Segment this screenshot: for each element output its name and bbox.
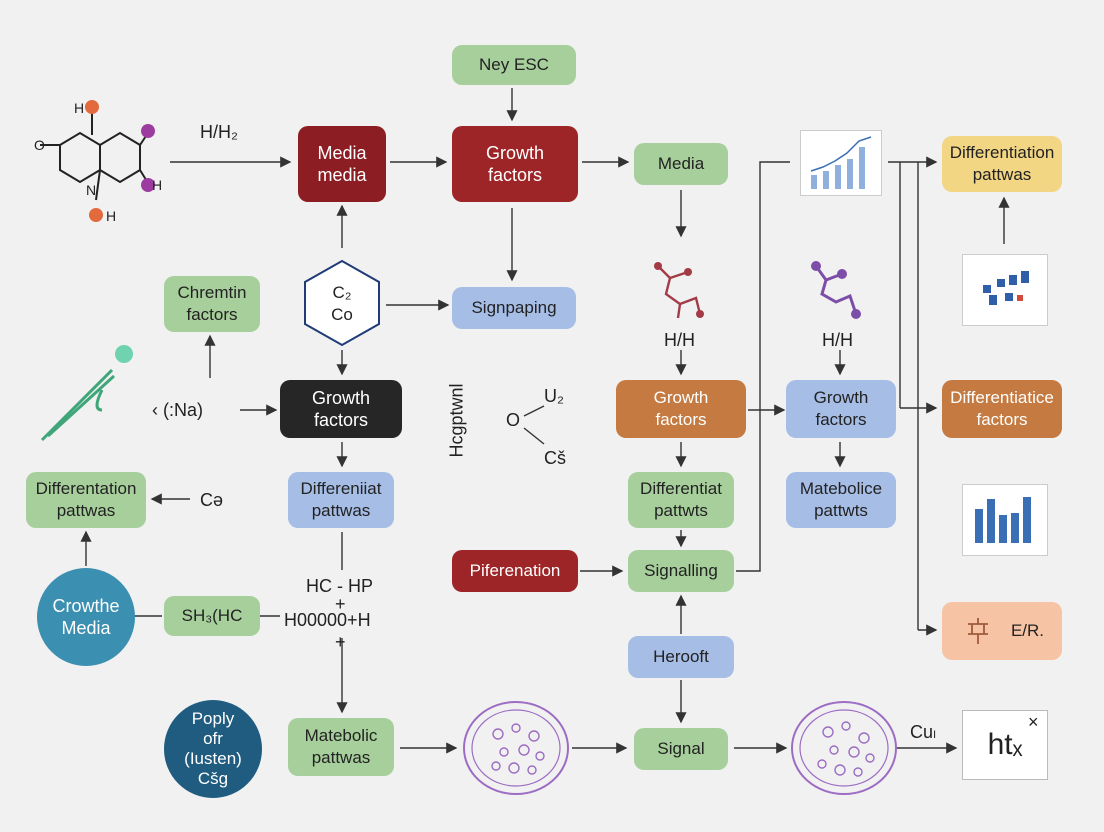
differentiation-pathways-top-node[interactable]: Differentiation pattwas	[942, 136, 1062, 192]
signalling-node[interactable]: Signalling	[628, 550, 734, 592]
sh-hc-node[interactable]: SH₃(HC	[164, 596, 260, 636]
differentation-pathways-left-node[interactable]: Differentation pattwas	[26, 472, 146, 528]
metabolic-pathways-node[interactable]: Matebolic pattwas	[288, 718, 394, 776]
h-h2-label: H/H₂	[200, 122, 238, 142]
u2-label: U₂	[544, 386, 564, 406]
h-h-label-2: H/H	[822, 330, 853, 350]
growth-factors-orange-node[interactable]: Growth factors	[616, 380, 746, 438]
media-green-node[interactable]: Media	[634, 143, 728, 185]
cell-icon	[791, 701, 897, 795]
hexagon-node	[304, 259, 380, 347]
svg-text:H: H	[106, 208, 116, 224]
co-hexagon-label[interactable]: C₂ Co	[331, 283, 353, 324]
growth-factors-top-node[interactable]: Growth factors	[452, 126, 578, 202]
c8-label: Cš	[544, 448, 566, 468]
hcgptwnl-label: Hcgptwnl	[446, 383, 467, 458]
differentiat-pathways-node[interactable]: Differeniiat pattwas	[288, 472, 394, 528]
growthe-media-circle[interactable]: Crowthe Media	[37, 568, 135, 666]
h00000-label: H00000+H	[284, 610, 371, 630]
svg-text:H: H	[74, 100, 84, 116]
differentiat-pathws-node[interactable]: Differentiat pattwts	[628, 472, 734, 528]
cu-label: Cuₗ	[910, 722, 936, 742]
chart-icon	[962, 254, 1048, 326]
h-h-label-1: H/H	[664, 330, 695, 350]
htx-box[interactable]: htₓ	[962, 710, 1048, 780]
chremtin-factors-node[interactable]: Chremtin factors	[164, 276, 260, 332]
structure-icon	[811, 261, 861, 319]
signal-node[interactable]: Signal	[634, 728, 728, 770]
media-media-node[interactable]: Media media	[298, 126, 386, 202]
ca-label: Cə	[200, 490, 224, 510]
ney-esc-node[interactable]: Ney ESC	[452, 45, 576, 85]
cell-icon	[463, 701, 569, 795]
hc-hp-label: HC - HP	[306, 576, 373, 596]
circuit-icon	[968, 618, 988, 644]
svg-text:H: H	[152, 177, 162, 193]
o-label: O	[506, 410, 521, 430]
chart-icon	[962, 484, 1048, 556]
differentiatice-factors-node[interactable]: Differentiatice factors	[942, 380, 1062, 438]
growth-factors-dark-node[interactable]: Growth factors	[280, 380, 402, 438]
bond-lines	[523, 405, 545, 445]
na-label: ‹ (:Na)	[152, 400, 203, 420]
chart-icon	[800, 130, 882, 196]
herooft-node[interactable]: Herooft	[628, 636, 734, 678]
close-icon[interactable]: ×	[1028, 712, 1039, 732]
poply-circle[interactable]: Poply ofr (Iusten) Cšg	[164, 700, 262, 798]
svg-text:N: N	[86, 182, 96, 198]
signpaping-node[interactable]: Signpaping	[452, 287, 576, 329]
metabolice-pathws-node[interactable]: Matebolice pattwts	[786, 472, 896, 528]
growth-factors-blue-node[interactable]: Growth factors	[786, 380, 896, 438]
svg-text:O: O	[34, 137, 45, 153]
molecule-icon: O H H N H	[34, 100, 162, 224]
pipette-icon	[40, 345, 133, 442]
plus-label-2: +	[335, 632, 346, 652]
plus-label: +	[335, 594, 346, 614]
er-node[interactable]: E/R.	[942, 602, 1062, 660]
structure-icon	[654, 262, 704, 319]
piferenation-node[interactable]: Piferenation	[452, 550, 578, 592]
